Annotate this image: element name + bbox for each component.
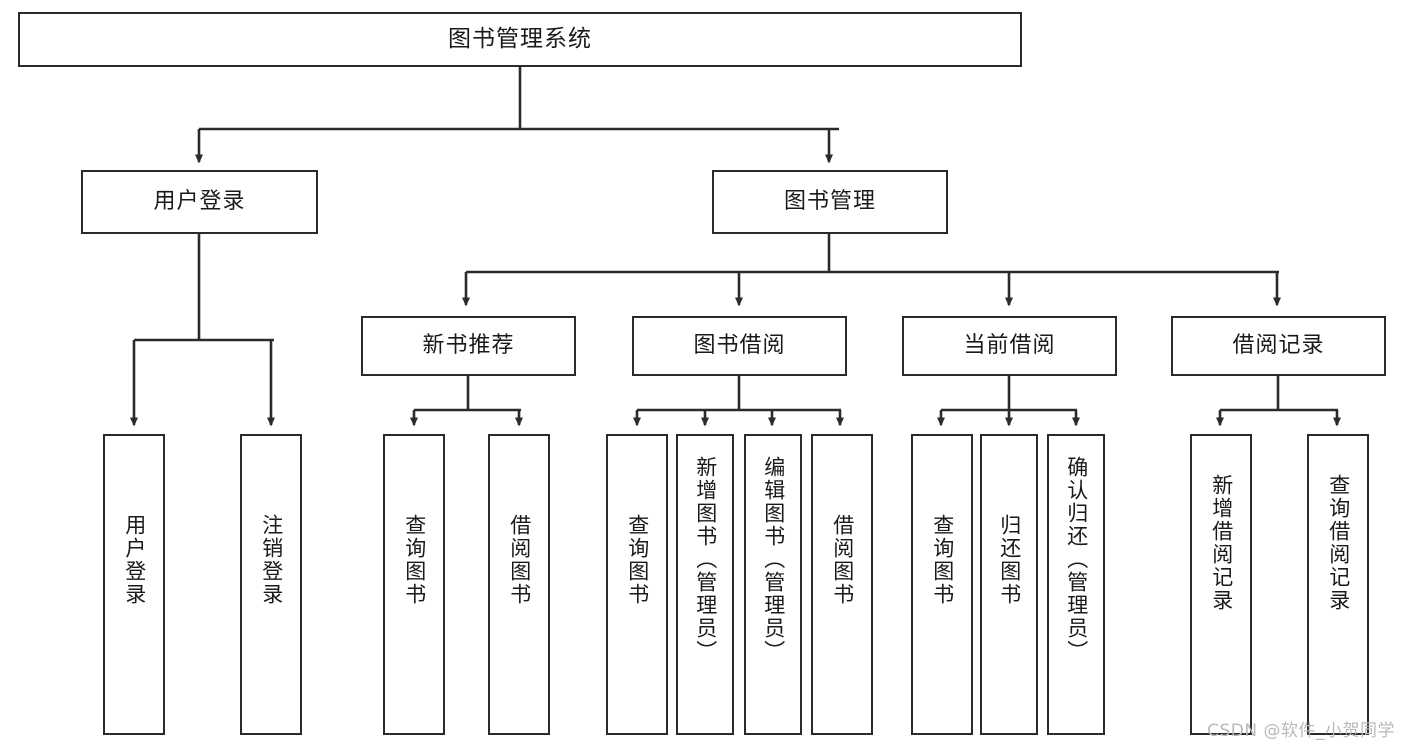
- leaf-user-login-logout[interactable]: 注销登录: [240, 434, 302, 735]
- leaf-recommend-borrow-book[interactable]: 借阅图书: [488, 434, 550, 735]
- node-label: 确认归还（管理员）: [1064, 456, 1089, 663]
- leaf-record-add-record[interactable]: 新增借阅记录: [1190, 434, 1252, 735]
- node-label: 借阅图书: [830, 514, 855, 606]
- leaf-borrow-query-book[interactable]: 查询图书: [606, 434, 668, 735]
- leaf-borrow-add-book-admin[interactable]: 新增图书（管理员）: [676, 434, 734, 735]
- node-label: 查询图书: [930, 514, 955, 606]
- node-root-system[interactable]: 图书管理系统: [18, 12, 1022, 67]
- node-label: 用户登录: [122, 514, 147, 606]
- node-current-borrow[interactable]: 当前借阅: [902, 316, 1117, 376]
- leaf-user-login-login[interactable]: 用户登录: [103, 434, 165, 735]
- node-label: 新增借阅记录: [1209, 474, 1234, 612]
- leaf-record-query-record[interactable]: 查询借阅记录: [1307, 434, 1369, 735]
- leaf-current-confirm-return-admin[interactable]: 确认归还（管理员）: [1047, 434, 1105, 735]
- node-label: 借阅图书: [507, 514, 532, 606]
- node-label: 新增图书（管理员）: [693, 456, 718, 663]
- leaf-recommend-query-book[interactable]: 查询图书: [383, 434, 445, 735]
- node-new-book-recommend[interactable]: 新书推荐: [361, 316, 576, 376]
- node-label: 新书推荐: [422, 332, 515, 358]
- node-label: 借阅记录: [1232, 332, 1325, 358]
- node-label: 注销登录: [259, 514, 284, 606]
- node-label: 图书管理系统: [448, 25, 592, 52]
- node-book-borrow[interactable]: 图书借阅: [632, 316, 847, 376]
- csdn-watermark: CSDN @软件_小贺同学: [1207, 721, 1395, 741]
- leaf-borrow-borrow-book[interactable]: 借阅图书: [811, 434, 873, 735]
- node-user-login[interactable]: 用户登录: [81, 170, 318, 234]
- leaf-current-query-book[interactable]: 查询图书: [911, 434, 973, 735]
- leaf-borrow-edit-book-admin[interactable]: 编辑图书（管理员）: [744, 434, 802, 735]
- node-label: 用户登录: [153, 188, 246, 214]
- node-book-management[interactable]: 图书管理: [712, 170, 948, 234]
- node-label: 查询图书: [625, 514, 650, 606]
- node-label: 当前借阅: [963, 332, 1056, 358]
- node-label: 图书管理: [783, 188, 876, 214]
- node-label: 查询借阅记录: [1326, 474, 1351, 612]
- leaf-current-return-book[interactable]: 归还图书: [980, 434, 1038, 735]
- node-label: 编辑图书（管理员）: [761, 456, 786, 663]
- node-label: 图书借阅: [693, 332, 786, 358]
- node-label: 归还图书: [997, 514, 1022, 606]
- node-borrow-record[interactable]: 借阅记录: [1171, 316, 1386, 376]
- node-label: 查询图书: [402, 514, 427, 606]
